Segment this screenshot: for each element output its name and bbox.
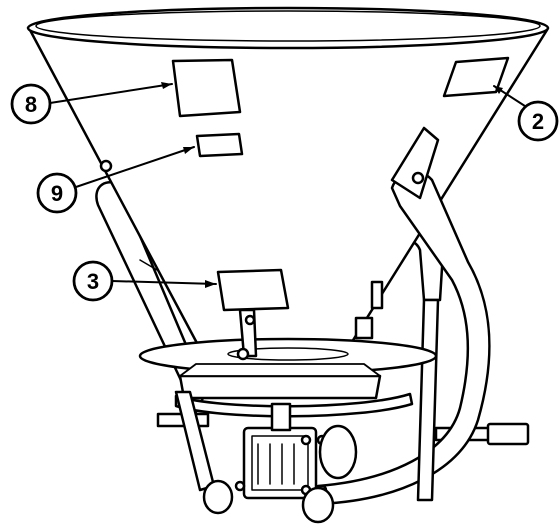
gearbox-bolt-3 — [234, 480, 246, 492]
agitator-shaft — [370, 280, 384, 310]
leader-9 — [72, 146, 195, 189]
callout-circle-9 — [36, 172, 78, 214]
arrowhead-3 — [205, 280, 216, 288]
callout-circle-8 — [10, 83, 52, 125]
callout-label-8: 8 — [25, 92, 37, 117]
left-roller — [202, 479, 234, 515]
bracket-bolt — [411, 171, 425, 185]
decal-9 — [195, 132, 244, 158]
left-tube-bolt — [99, 159, 113, 173]
drive-coupling — [318, 424, 358, 480]
leader-3 — [111, 280, 217, 285]
hopper-rim-inner — [35, 10, 541, 42]
arrowhead-8 — [161, 82, 172, 89]
callout-circle-3 — [72, 260, 114, 302]
gearbox-plate — [251, 435, 309, 491]
decal-3 — [216, 268, 290, 312]
callout-label-3: 3 — [87, 269, 99, 294]
lower-frame-band — [174, 392, 414, 418]
right-tube-bracket — [390, 126, 440, 200]
decal-8 — [171, 58, 242, 118]
callout-circle-2 — [517, 100, 559, 142]
leader-8 — [49, 83, 173, 104]
arrowhead-9 — [183, 147, 194, 154]
right-front-tube — [316, 170, 491, 506]
gearbox-shaft — [270, 402, 292, 432]
gearbox-bolt-1 — [300, 434, 312, 446]
arrowhead-2 — [494, 86, 503, 94]
deflector-top — [179, 363, 381, 377]
callout-label-9: 9 — [51, 181, 63, 206]
deflector-plate — [178, 374, 382, 400]
decal-2 — [442, 56, 510, 98]
right-axle-cap — [486, 422, 530, 446]
disc-bolt — [236, 347, 250, 361]
decal-3-bolt — [244, 314, 256, 326]
agitator-housing — [354, 316, 374, 340]
callout-label-2: 2 — [532, 109, 544, 134]
spinner-hub — [227, 347, 349, 361]
right-roller — [301, 486, 335, 524]
